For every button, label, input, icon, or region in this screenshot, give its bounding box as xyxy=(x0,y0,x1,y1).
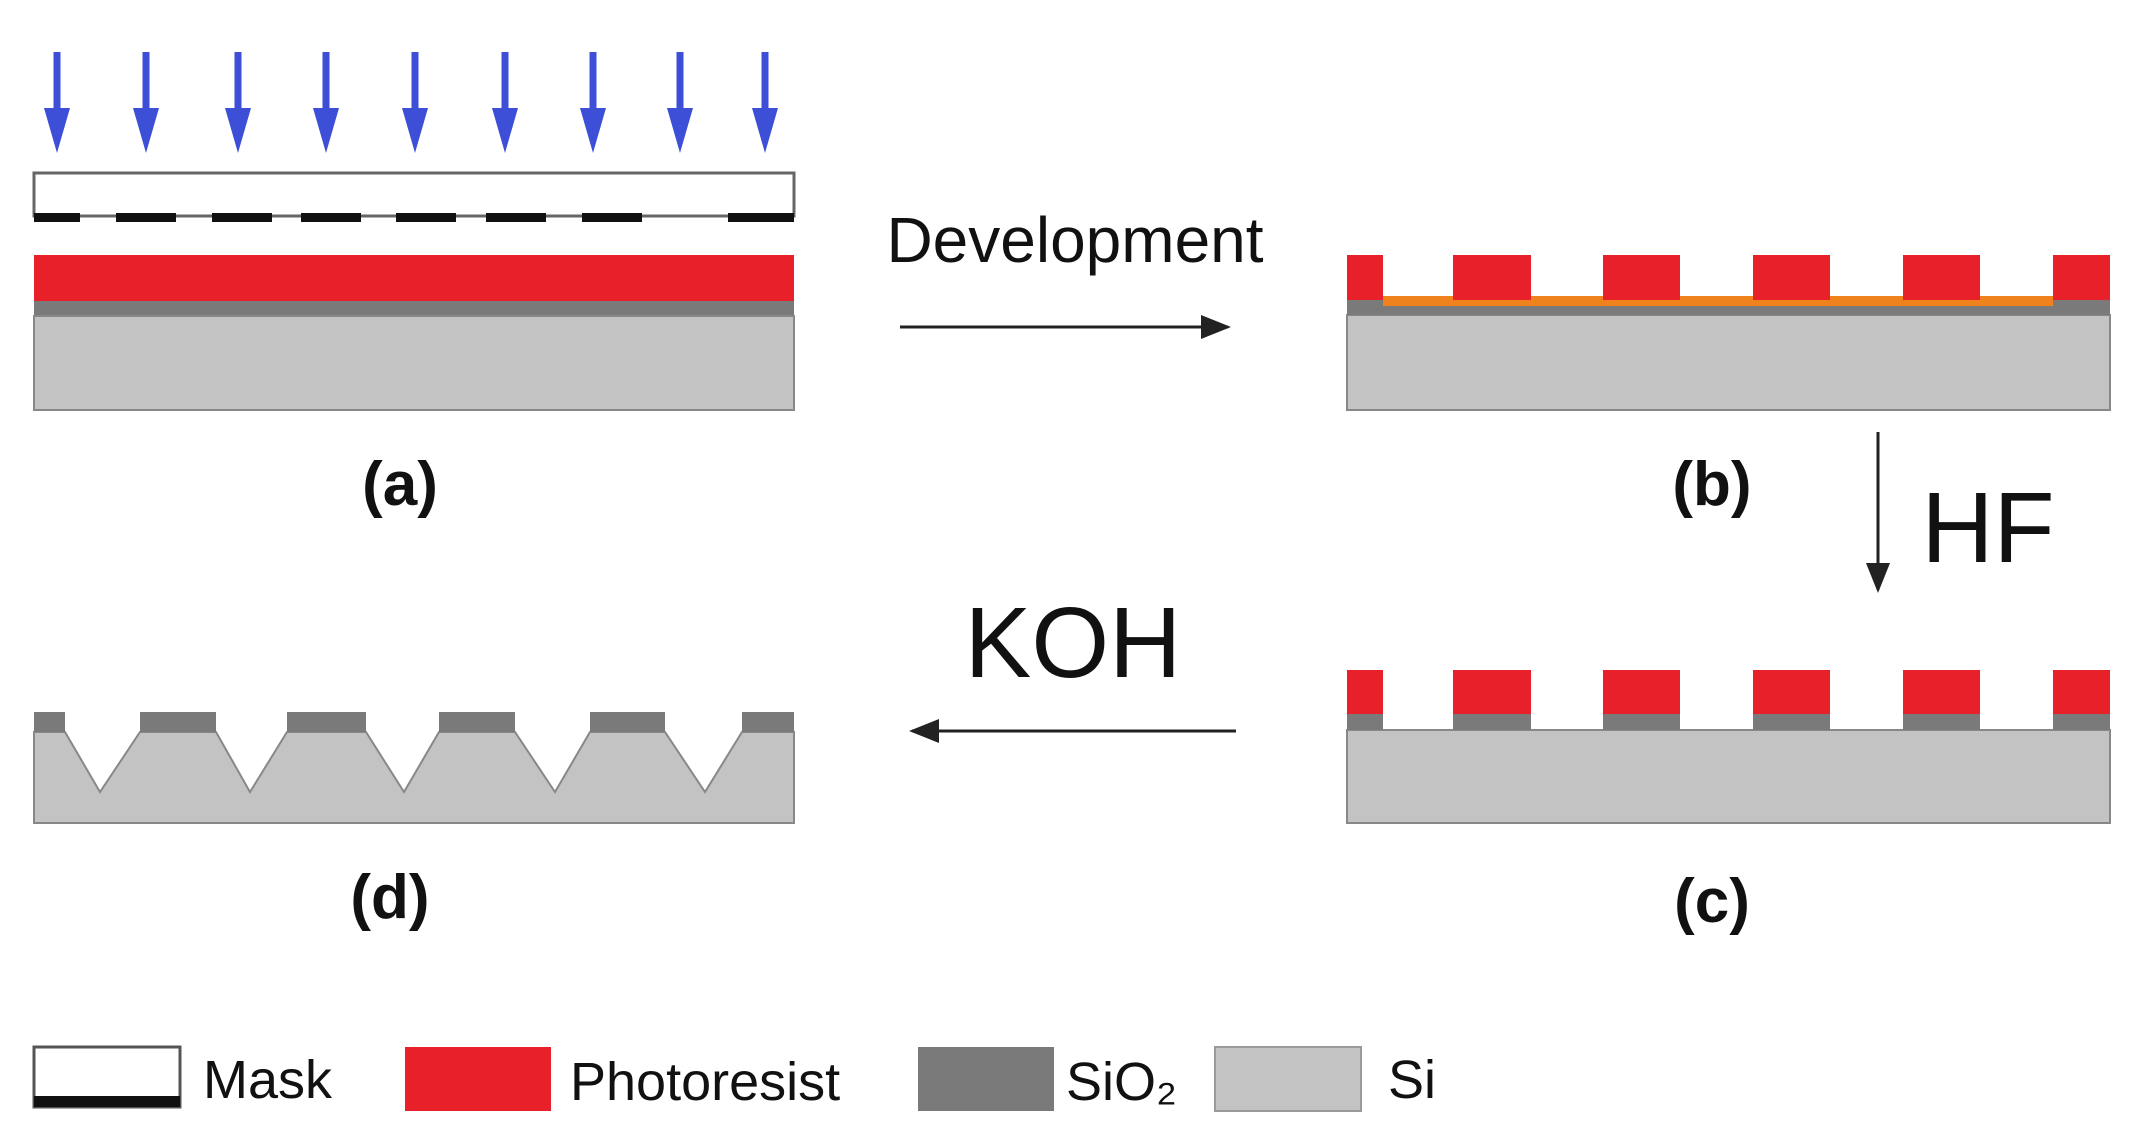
si-substrate xyxy=(1346,729,2111,824)
sio2-pattern xyxy=(34,712,794,732)
mask xyxy=(32,171,796,222)
exposed-resist-strip xyxy=(1383,296,2053,306)
sio2-pattern xyxy=(1347,714,2110,730)
resist-block xyxy=(1753,670,1830,714)
si-substrate-etched xyxy=(33,731,795,824)
resist-block xyxy=(1903,670,1980,714)
legend: Mask Photoresist SiO₂ Si xyxy=(32,1045,1436,1112)
panel-label-b: (b) xyxy=(1672,450,1751,519)
panel-a: (a) xyxy=(32,52,796,519)
oxide-block xyxy=(1903,714,1980,730)
koh-step: KOH xyxy=(909,587,1236,743)
si-substrate xyxy=(1346,314,2111,411)
koh-label: KOH xyxy=(965,587,1182,699)
mask-bar xyxy=(301,213,361,222)
panel-b: (b) xyxy=(1346,255,2111,519)
mask-bar xyxy=(212,213,272,222)
panel-label-d: (d) xyxy=(350,863,429,932)
legend-item-si: Si xyxy=(1214,1046,1436,1112)
legend-label-photoresist: Photoresist xyxy=(570,1052,840,1112)
oxide-cap xyxy=(287,712,366,732)
uv-arrow-head xyxy=(492,108,518,153)
panel-d: (d) xyxy=(33,712,795,932)
resist-block xyxy=(1753,255,1830,300)
resist-block xyxy=(1453,670,1531,714)
uv-light-arrows xyxy=(44,52,778,153)
panel-label-a: (a) xyxy=(362,450,438,519)
uv-arrow-head xyxy=(752,108,778,153)
development-step: Development xyxy=(886,204,1264,339)
mask-bar xyxy=(34,213,80,222)
si-substrate xyxy=(33,315,795,411)
mask-bar xyxy=(582,213,642,222)
photoresist-pattern xyxy=(1347,255,2110,300)
resist-block xyxy=(1603,255,1680,300)
uv-arrow-head xyxy=(580,108,606,153)
hf-step: HF xyxy=(1866,432,2055,593)
legend-item-sio2: SiO₂ xyxy=(918,1047,1177,1112)
panel-c: (c) xyxy=(1346,670,2111,936)
oxide-block xyxy=(1453,714,1531,730)
oxide-block xyxy=(1347,714,1383,730)
resist-block xyxy=(1903,255,1980,300)
oxide-cap xyxy=(590,712,665,732)
resist-block xyxy=(1347,255,1383,300)
photoresist-pattern xyxy=(1347,670,2110,714)
exposed-resist-residue xyxy=(1383,296,2053,306)
panel-label-c: (c) xyxy=(1674,867,1750,936)
legend-label-si: Si xyxy=(1388,1050,1436,1110)
legend-swatch-si xyxy=(1214,1046,1362,1112)
oxide-cap xyxy=(34,712,65,732)
uv-arrow-head xyxy=(313,108,339,153)
legend-item-mask: Mask xyxy=(32,1045,333,1110)
mask-bar xyxy=(728,213,794,222)
resist-block xyxy=(2053,255,2110,300)
legend-item-photoresist: Photoresist xyxy=(405,1047,840,1112)
mask-bar xyxy=(486,213,546,222)
legend-label-sio2: SiO₂ xyxy=(1066,1052,1177,1112)
oxide-block xyxy=(1753,714,1830,730)
mask-bar xyxy=(396,213,456,222)
oxide-cap xyxy=(742,712,794,732)
uv-arrow-head xyxy=(225,108,251,153)
legend-label-mask: Mask xyxy=(203,1050,333,1110)
development-label: Development xyxy=(886,204,1263,276)
sio2-layer xyxy=(34,301,794,316)
legend-swatch-mask-bar xyxy=(34,1096,180,1107)
legend-swatch-photoresist xyxy=(405,1047,551,1111)
hf-label: HF xyxy=(1921,472,2054,584)
resist-block xyxy=(1603,670,1680,714)
uv-arrow-head xyxy=(667,108,693,153)
uv-arrow-head xyxy=(402,108,428,153)
photoresist-layer xyxy=(34,255,794,301)
resist-block xyxy=(1453,255,1531,300)
oxide-block xyxy=(2053,714,2110,730)
uv-arrow-head xyxy=(44,108,70,153)
uv-arrow-head xyxy=(133,108,159,153)
resist-block xyxy=(1347,670,1383,714)
resist-block xyxy=(2053,670,2110,714)
oxide-cap xyxy=(439,712,515,732)
legend-swatch-sio2 xyxy=(918,1047,1054,1111)
mask-bar xyxy=(116,213,176,222)
oxide-block xyxy=(1603,714,1680,730)
mask-opaque-bars xyxy=(34,213,794,222)
oxide-cap xyxy=(140,712,216,732)
